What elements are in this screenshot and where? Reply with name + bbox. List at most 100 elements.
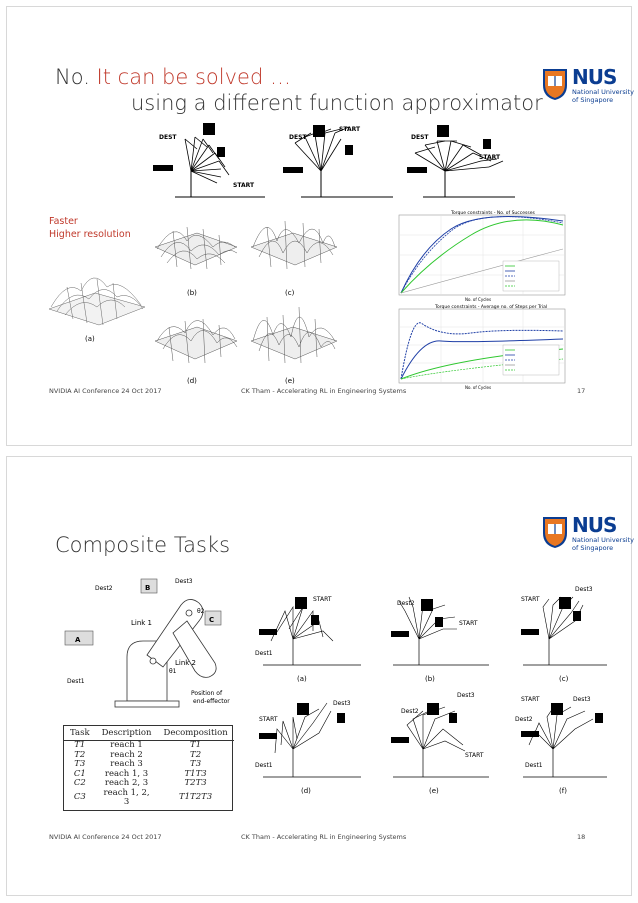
traj-f-dest3: Dest3	[573, 696, 591, 703]
slide-title: Composite Tasks	[55, 533, 231, 557]
nus-logo-text: NUS	[572, 65, 617, 89]
end-effector-label-2: end-effector	[193, 698, 230, 705]
traj-a-dest1: Dest1	[255, 650, 273, 657]
arm1-dest-label: DEST	[159, 134, 177, 141]
surface-d	[154, 318, 238, 364]
surface-caption-e: (e)	[285, 377, 295, 385]
dest3-label: Dest3	[175, 578, 193, 585]
footer-page-number: 18	[577, 833, 586, 841]
surface-c	[250, 220, 338, 270]
traj-f-start: START	[521, 696, 540, 703]
arm2-dest-label: DEST	[289, 134, 307, 141]
target-a-box	[64, 630, 94, 646]
dest1-label: Dest1	[67, 678, 85, 685]
arm-plot-2	[283, 125, 393, 198]
footer-left: NVIDIA AI Conference 24 Oct 2017	[49, 387, 162, 395]
footer-center: CK Tham - Accelerating RL in Engineering…	[241, 387, 407, 395]
theta1-label: θ1	[169, 668, 177, 675]
traj-e-start: START	[465, 752, 484, 759]
surface-b	[154, 226, 238, 270]
footer-center: CK Tham - Accelerating RL in Engineering…	[241, 833, 407, 841]
theta2-label: θ2	[197, 608, 205, 615]
footer-left: NVIDIA AI Conference 24 Oct 2017	[49, 833, 162, 841]
traj-d: START Dest3 Dest1 (d)	[255, 700, 361, 795]
traj-d-dest3: Dest3	[333, 700, 351, 707]
footer-page-number: 17	[577, 387, 586, 395]
robot-arm-diagram: B A C Dest2 Dest3 Dest1 Link 1 Link 2 θ1…	[64, 578, 230, 708]
arm2-start-label: START	[339, 126, 361, 133]
traj-caption-b: (b)	[425, 675, 435, 683]
traj-a: START Dest1 (a)	[255, 596, 361, 683]
arm1-start-label: START	[233, 182, 255, 189]
target-b-box	[140, 578, 158, 594]
speed-note: Faster Higher resolution	[49, 215, 131, 241]
target-b-label: B	[145, 584, 150, 592]
traj-f-dest1: Dest1	[525, 762, 543, 769]
target-c-label: C	[209, 616, 214, 624]
arm-plot-3	[407, 125, 515, 198]
surface-e	[250, 306, 338, 364]
traj-b: Dest2 START (b)	[391, 596, 489, 683]
traj-d-dest1: Dest1	[255, 762, 273, 769]
traj-e: Dest2 Dest3 START (e)	[391, 692, 489, 795]
surface-caption-c: (c)	[285, 289, 295, 297]
table-header-row: Task Description Decomposition	[64, 726, 234, 741]
plot-top-xlabel: No. of Cycles	[465, 297, 491, 302]
surface-caption-d: (d)	[187, 377, 197, 385]
end-effector-label-1: Position of	[191, 690, 223, 697]
traj-caption-d: (d)	[301, 787, 311, 795]
surface-plots-figure: (a) (b) (c) (d) (e)	[48, 220, 338, 385]
traj-e-dest3: Dest3	[457, 692, 475, 699]
slide-17: No. It can be solved … using a different…	[6, 6, 634, 446]
traj-b-dest2: Dest2	[397, 600, 415, 607]
composite-trajectories-figure: START Dest1 (a) Dest2 START (b)	[255, 586, 607, 795]
title-prefix: No.	[55, 65, 97, 89]
slide-title-line1: No. It can be solved …	[55, 65, 291, 89]
learning-curves-figure: Torque constraints - No. of Successes No…	[398, 210, 566, 390]
traj-caption-f: (f)	[559, 787, 567, 795]
traj-d-start: START	[259, 716, 278, 723]
traj-caption-a: (a)	[297, 675, 307, 683]
arm3-start-label: START	[479, 154, 501, 161]
traj-e-dest2: Dest2	[401, 708, 419, 715]
faster-label: Faster	[49, 216, 78, 227]
link2-label: Link 2	[175, 659, 196, 667]
arm-plot-1	[153, 123, 265, 198]
traj-c: START Dest3 (c)	[521, 586, 607, 683]
table-header-task: Task	[64, 726, 96, 741]
plot-bottom-xlabel: No. of Cycles	[465, 385, 491, 390]
slide-title-line2: using a different function approximator	[131, 91, 543, 115]
traj-a-start: START	[313, 596, 332, 603]
higher-resolution-label: Higher resolution	[49, 229, 131, 240]
traj-caption-e: (e)	[429, 787, 439, 795]
plot-top-title: Torque constraints - No. of Successes	[450, 210, 535, 216]
surface-a	[48, 277, 146, 326]
table-header-decomposition: Decomposition	[157, 726, 234, 741]
traj-b-start: START	[459, 620, 478, 627]
arm3-dest-label: DEST	[411, 134, 429, 141]
plot-bottom-title: Torque constraints - Average no. of Step…	[434, 304, 547, 310]
traj-f: START Dest3 Dest2 Dest1 (f)	[515, 696, 607, 795]
surface-caption-b: (b)	[187, 289, 197, 297]
traj-c-dest3: Dest3	[575, 586, 593, 593]
traj-c-start: START	[521, 596, 540, 603]
traj-f-dest2: Dest2	[515, 716, 533, 723]
table-header-description: Description	[95, 726, 158, 741]
link1-label: Link 1	[131, 619, 152, 627]
title-highlight: It can be solved …	[96, 65, 291, 89]
target-c-box	[204, 610, 222, 626]
traj-caption-c: (c)	[559, 675, 569, 683]
nus-crest-icon	[543, 69, 567, 100]
nus-crest-icon	[543, 517, 567, 548]
